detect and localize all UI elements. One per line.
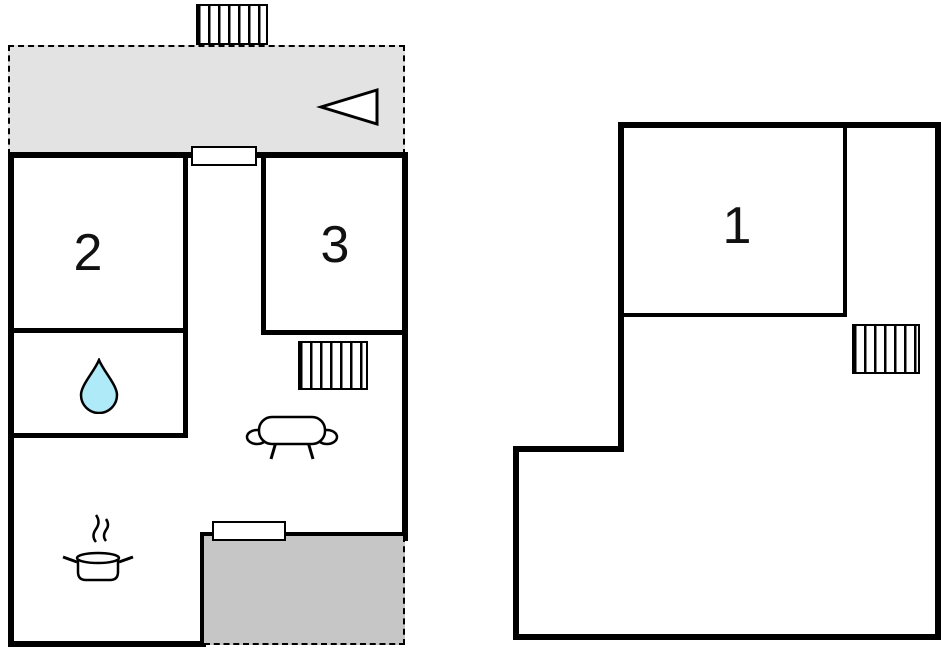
room-2-label: 2 xyxy=(73,224,103,282)
radiator-icon xyxy=(298,341,368,390)
wall-bathroom-south xyxy=(8,433,188,438)
radiator-icon xyxy=(852,324,920,374)
wall-lower-terrace-north xyxy=(200,532,408,538)
wall-right-unit-west-lower xyxy=(513,446,519,640)
wall-room3-south xyxy=(261,330,408,335)
stairs-icon xyxy=(196,4,268,45)
water-drop-icon xyxy=(78,356,120,415)
wall-right-unit-north xyxy=(618,122,941,128)
wall-bathroom-north xyxy=(8,328,188,333)
terrace-door xyxy=(212,521,286,541)
wall-lower-terrace-west xyxy=(200,532,206,647)
wall-room2-east xyxy=(183,152,188,438)
entrance-door xyxy=(191,146,257,166)
sofa-icon xyxy=(245,410,339,462)
lower-terrace xyxy=(204,536,405,645)
wall-right-unit-west-upper xyxy=(618,122,624,452)
wall-left-unit-east xyxy=(402,152,408,541)
room-1-label: 1 xyxy=(722,197,752,255)
wall-right-unit-south xyxy=(513,634,941,640)
wall-room1-south xyxy=(618,313,847,317)
wall-room1-east xyxy=(843,122,847,317)
direction-arrow-icon xyxy=(315,86,380,128)
stove-pot-icon xyxy=(58,512,138,596)
room-3-label: 3 xyxy=(320,216,350,274)
upper-terrace xyxy=(8,45,405,155)
wall-room3-west xyxy=(261,152,266,335)
wall-right-unit-step xyxy=(513,446,624,452)
wall-right-unit-east xyxy=(935,122,941,640)
wall-left-unit-south xyxy=(8,641,206,647)
wall-left-unit-west xyxy=(8,152,14,647)
